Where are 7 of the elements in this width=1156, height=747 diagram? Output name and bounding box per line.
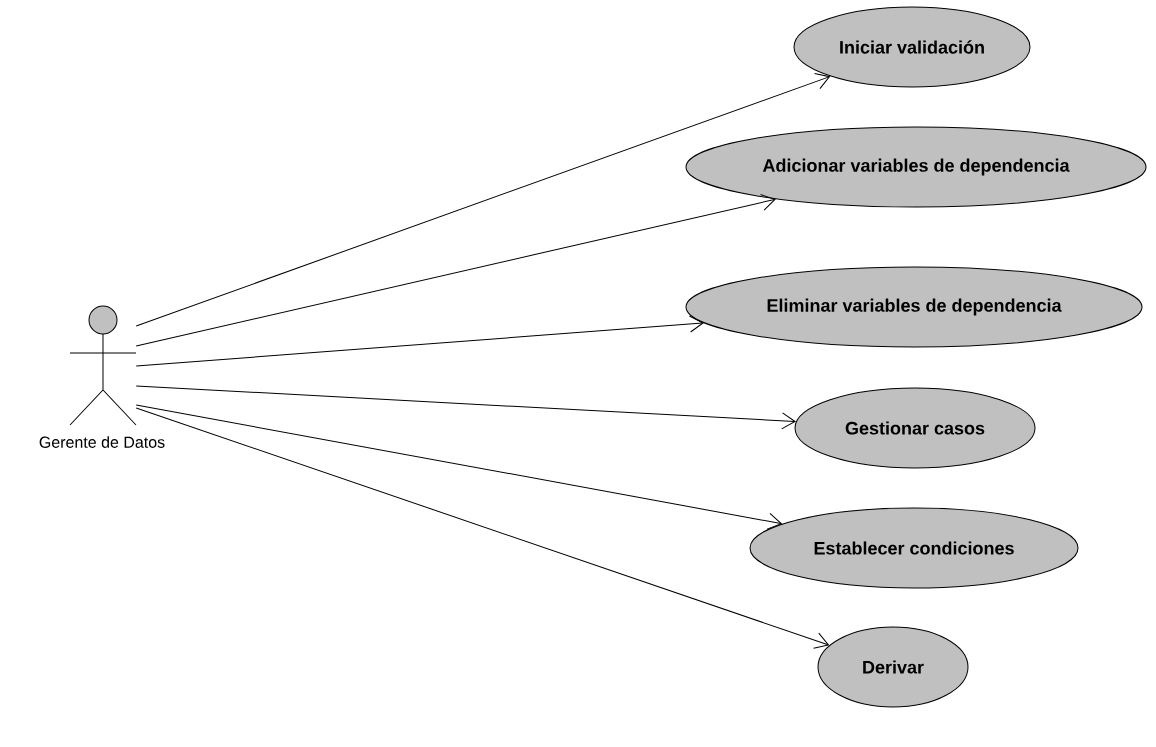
association-arrow xyxy=(135,404,782,530)
association-arrow xyxy=(135,194,776,347)
association-arrow xyxy=(135,315,704,367)
association-arrow xyxy=(135,407,829,649)
actor-label: Gerente de Datos xyxy=(39,436,165,448)
association-arrow xyxy=(135,385,796,430)
association-arrow xyxy=(135,73,830,327)
